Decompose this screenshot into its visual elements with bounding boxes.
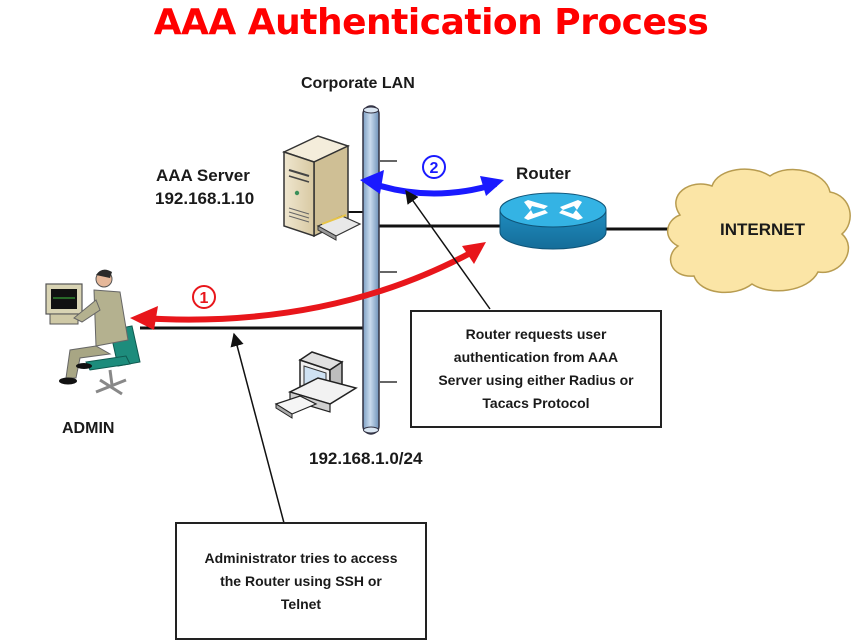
diagram-title: AAA Authentication Process (153, 2, 709, 43)
router-icon (499, 192, 607, 250)
admin-person-icon (45, 269, 141, 396)
callout-line: authentication from AAA (453, 349, 619, 365)
aaa-server-ip: 192.168.1.10 (155, 189, 255, 208)
admin-label: ADMIN (62, 420, 115, 437)
step-2-arrow (360, 170, 504, 197)
callout-line: Telnet (280, 595, 322, 612)
step-1-badge: 1 (192, 285, 216, 309)
aaa-server-name: AAA Server (156, 166, 250, 185)
router-label: Router (516, 164, 571, 183)
callout-line: the Router using SSH or (220, 572, 382, 589)
callout-line: Administrator tries to access (204, 549, 398, 566)
lan-name-label: Corporate LAN (301, 75, 415, 92)
workstation-icon (274, 351, 358, 419)
callout-line: Server using either Radius or (438, 372, 634, 388)
step-1-arrow (130, 242, 486, 330)
subnet-label: 192.168.1.0/24 (309, 449, 423, 468)
internet-label: INTERNET (720, 220, 805, 239)
server-icon (281, 135, 362, 241)
callout-pointer-admin-access (230, 332, 285, 524)
internet-cloud-icon (667, 168, 851, 294)
step-1-number: 1 (200, 290, 209, 307)
step-2-badge: 2 (422, 155, 446, 179)
callout-router-request: Router requests user authentication from… (410, 310, 662, 428)
lan-port-stubs (380, 160, 397, 383)
callout-pointer-router-request (405, 189, 491, 310)
callout-admin-access: Administrator tries to access the Router… (175, 522, 427, 640)
callout-line: Tacacs Protocol (482, 395, 590, 411)
callout-line: Router requests user (465, 326, 607, 342)
step-2-number: 2 (430, 160, 439, 177)
lan-backbone-pipe (362, 105, 380, 435)
